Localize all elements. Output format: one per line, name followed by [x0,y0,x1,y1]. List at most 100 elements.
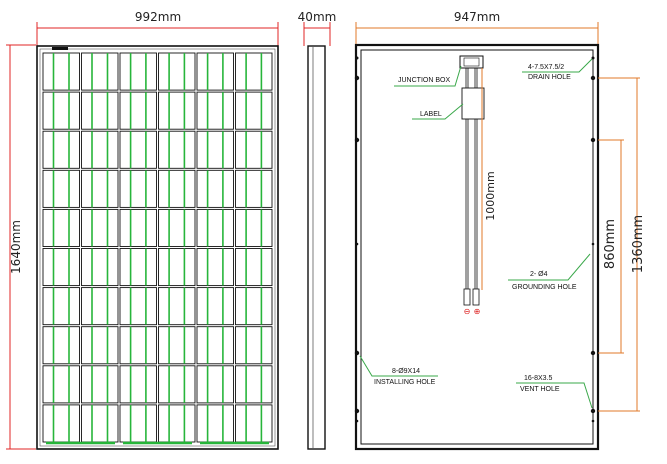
rear-label-plate [461,87,485,120]
callout-junction-box: JUNCTION BOX [394,65,462,87]
vent-hole-spec: 16-8X3.5 [524,375,553,382]
solar-cell [235,326,273,365]
solar-cell [158,287,196,326]
mounting-holes [354,56,596,423]
solar-cell [196,52,234,91]
rear-width-label: 947mm [454,10,500,24]
front-width-dimension: 992mm [36,10,279,46]
installing-hole [590,137,596,143]
side-frame [307,45,326,450]
installing-hole-spec: 8-Ø9X14 [392,368,420,375]
callout-label: LABEL [412,103,464,120]
inner-hole-spacing-dimension: 860mm [598,139,624,354]
solar-cell [158,52,196,91]
grounding-hole-label: GROUNDING HOLE [512,284,577,291]
installing-hole [590,75,596,81]
side-thickness-label: 40mm [298,10,337,24]
solar-cell [42,169,80,208]
callout-grounding-hole: 2- Ø4 GROUNDING HOLE [508,253,591,291]
solar-cell [235,169,273,208]
solar-cell [81,208,119,247]
solar-cell [235,208,273,247]
solar-cell [119,91,157,130]
solar-cell [196,326,234,365]
solar-cell [42,130,80,169]
solar-cell [158,208,196,247]
solar-cell [81,169,119,208]
negative-connector [463,288,471,306]
solar-cell [42,287,80,326]
label-callout-text: LABEL [420,111,442,118]
cable-length-label: 1000mm [484,171,497,220]
side-view: 40mm [298,10,337,450]
solar-cell [119,130,157,169]
positive-symbol: ⊕ [474,307,481,316]
solar-cell [196,287,234,326]
solar-cell [119,52,157,91]
drain-hole [355,56,359,60]
solar-cell [158,169,196,208]
cable-length-dimension: 1000mm [481,68,497,290]
solar-cell [119,287,157,326]
vent-hole [591,419,595,423]
solar-cell [235,365,273,404]
solar-cell [119,404,157,443]
solar-cell [158,91,196,130]
solar-cell [196,130,234,169]
junction-box [459,55,484,69]
solar-cell [158,365,196,404]
solar-cell [158,130,196,169]
callout-installing-hole: 8-Ø9X14 INSTALLING HOLE [359,355,438,386]
solar-cell [119,169,157,208]
grounding-hole [591,242,595,246]
solar-cell [81,404,119,443]
front-width-label: 992mm [135,10,181,24]
installing-hole [590,408,596,414]
solar-cell [81,130,119,169]
outer-hole-spacing-label: 1360mm [631,215,646,273]
callout-vent-hole: 16-8X3.5 VENT HOLE [516,375,593,409]
installing-hole [354,75,360,81]
solar-cell [42,248,80,287]
solar-cell [42,404,80,443]
solar-cell [81,326,119,365]
junction-box-label: JUNCTION BOX [398,77,450,84]
solar-cell [196,208,234,247]
solar-cell [235,287,273,326]
installing-hole [354,408,360,414]
solar-cell [119,248,157,287]
negative-symbol: ⊖ [464,307,471,316]
solar-cell [81,91,119,130]
callout-drain-hole: 4-7.5X7.5/2 DRAIN HOLE [522,58,593,81]
rear-width-dimension: 947mm [355,10,599,46]
solar-cell [235,91,273,130]
front-view: 992mm 1640mm [6,10,279,450]
rear-panel-inner-frame [360,49,594,445]
grounding-hole-spec: 2- Ø4 [530,271,548,278]
installing-hole-label: INSTALLING HOLE [374,379,436,386]
solar-cell [196,404,234,443]
solar-cell [196,248,234,287]
solar-cell [196,91,234,130]
drain-hole [591,56,595,60]
solar-cell [235,130,273,169]
vent-hole [355,419,359,423]
rear-view: 947mm ⊖ ⊕ 1000mm [354,10,646,451]
outer-hole-spacing-dimension: 1360mm [598,77,646,412]
installing-hole [354,350,360,356]
solar-cell [158,404,196,443]
solar-cell [42,91,80,130]
solar-cell [235,404,273,443]
solar-cell [119,208,157,247]
solar-cell [119,365,157,404]
solar-cell [235,248,273,287]
grounding-hole [355,242,359,246]
solar-cell [235,52,273,91]
front-panel-inner-frame [39,48,276,447]
positive-connector [472,288,480,306]
front-height-label: 1640mm [9,220,23,274]
solar-cell [81,52,119,91]
solar-cell-grid [42,52,273,445]
drain-hole-spec: 4-7.5X7.5/2 [528,64,564,71]
